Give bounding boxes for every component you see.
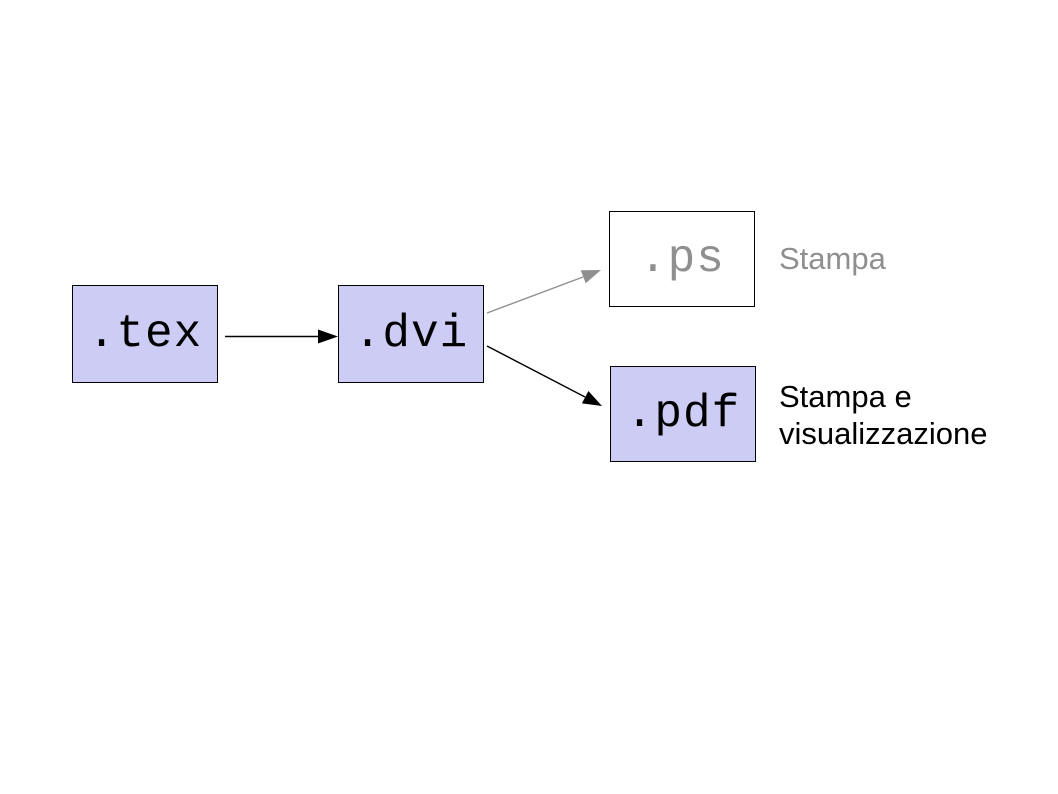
- node-pdf[interactable]: .pdf: [610, 366, 756, 462]
- edge-dvi-to-pdf: [486, 345, 602, 406]
- node-dvi[interactable]: .dvi: [338, 285, 484, 383]
- edge-dvi-to-ps: [486, 270, 601, 314]
- edge-dvi-to-ps-line: [486, 276, 584, 314]
- node-dvi-label: .dvi: [353, 308, 469, 360]
- edge-dvi-to-pdf-line: [486, 345, 586, 398]
- node-tex-label: .tex: [87, 308, 203, 360]
- node-ps-label: .ps: [639, 233, 725, 285]
- annotation-stampa-e-visualizzazione: Stampa e visualizzazione: [779, 379, 988, 451]
- annotation-stampa: Stampa: [779, 241, 886, 276]
- node-ps[interactable]: .ps: [609, 211, 755, 307]
- edge-tex-to-dvi-arrowhead-icon: [318, 329, 338, 344]
- node-tex[interactable]: .tex: [72, 285, 218, 383]
- edge-tex-to-dvi: [225, 329, 338, 344]
- node-pdf-label: .pdf: [625, 388, 741, 440]
- edge-dvi-to-ps-arrowhead-icon: [580, 270, 601, 284]
- edge-dvi-to-pdf-arrowhead-icon: [581, 391, 602, 406]
